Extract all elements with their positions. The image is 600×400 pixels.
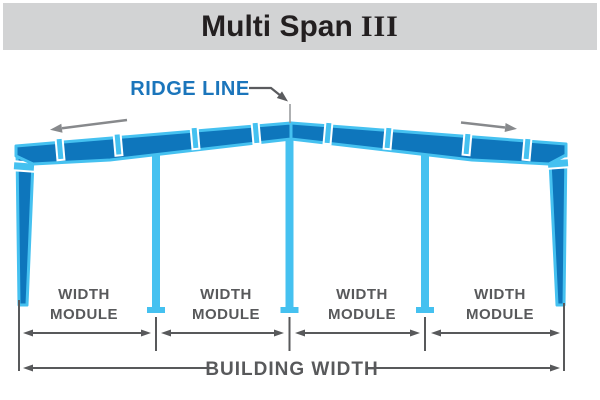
width-module-labels: WIDTH MODULE WIDTH MODULE WIDTH MODULE W… — [50, 286, 534, 323]
page-title: Multi Span — [201, 9, 353, 43]
dimension-lines — [18, 300, 565, 372]
purlin-clip-icon — [189, 125, 201, 151]
interior-column — [421, 148, 429, 308]
left-outer-column — [15, 148, 35, 307]
purlin-clip-icon — [382, 125, 394, 151]
ridge-line-label: RIDGE LINE — [130, 78, 249, 100]
right-slope-arrow-icon — [460, 121, 517, 132]
purlin-clip-icon — [461, 131, 473, 157]
building-frame-diagram: RIDGE LINE — [11, 78, 571, 380]
width-module-dimension — [431, 329, 560, 337]
center-ridge-column — [285, 130, 294, 308]
purlin-clip-icon — [322, 120, 334, 146]
width-module-label: MODULE — [50, 306, 118, 323]
title-bar: Multi Span III — [3, 3, 597, 50]
width-module-label: WIDTH — [336, 286, 388, 303]
ridge-leader-arrow-icon — [249, 86, 291, 123]
page-title-numeral: III — [360, 9, 399, 43]
width-module-label: MODULE — [192, 306, 260, 323]
purlin-clip-icon — [250, 120, 262, 146]
building-width-dimension — [23, 364, 560, 372]
purlin-clips — [54, 120, 533, 162]
building-width-label: BUILDING WIDTH — [205, 359, 378, 380]
interior-columns — [147, 130, 434, 313]
width-module-dimension — [161, 329, 284, 337]
interior-column — [152, 148, 160, 308]
width-module-dimension — [295, 329, 420, 337]
width-module-label: WIDTH — [200, 286, 252, 303]
left-slope-arrow-icon — [50, 118, 128, 133]
width-module-label: WIDTH — [474, 286, 526, 303]
purlin-clip-icon — [54, 136, 66, 162]
purlin-clip-icon — [112, 132, 124, 157]
base-plate — [280, 307, 299, 313]
base-plate — [416, 307, 434, 313]
right-rafter — [289, 121, 568, 166]
base-plate — [147, 307, 165, 313]
purlin-clip-icon — [521, 136, 533, 162]
width-module-dimension — [23, 329, 151, 337]
right-outer-column — [548, 145, 568, 307]
width-module-label: MODULE — [328, 306, 396, 323]
width-module-label: MODULE — [466, 306, 534, 323]
width-module-label: WIDTH — [58, 286, 110, 303]
